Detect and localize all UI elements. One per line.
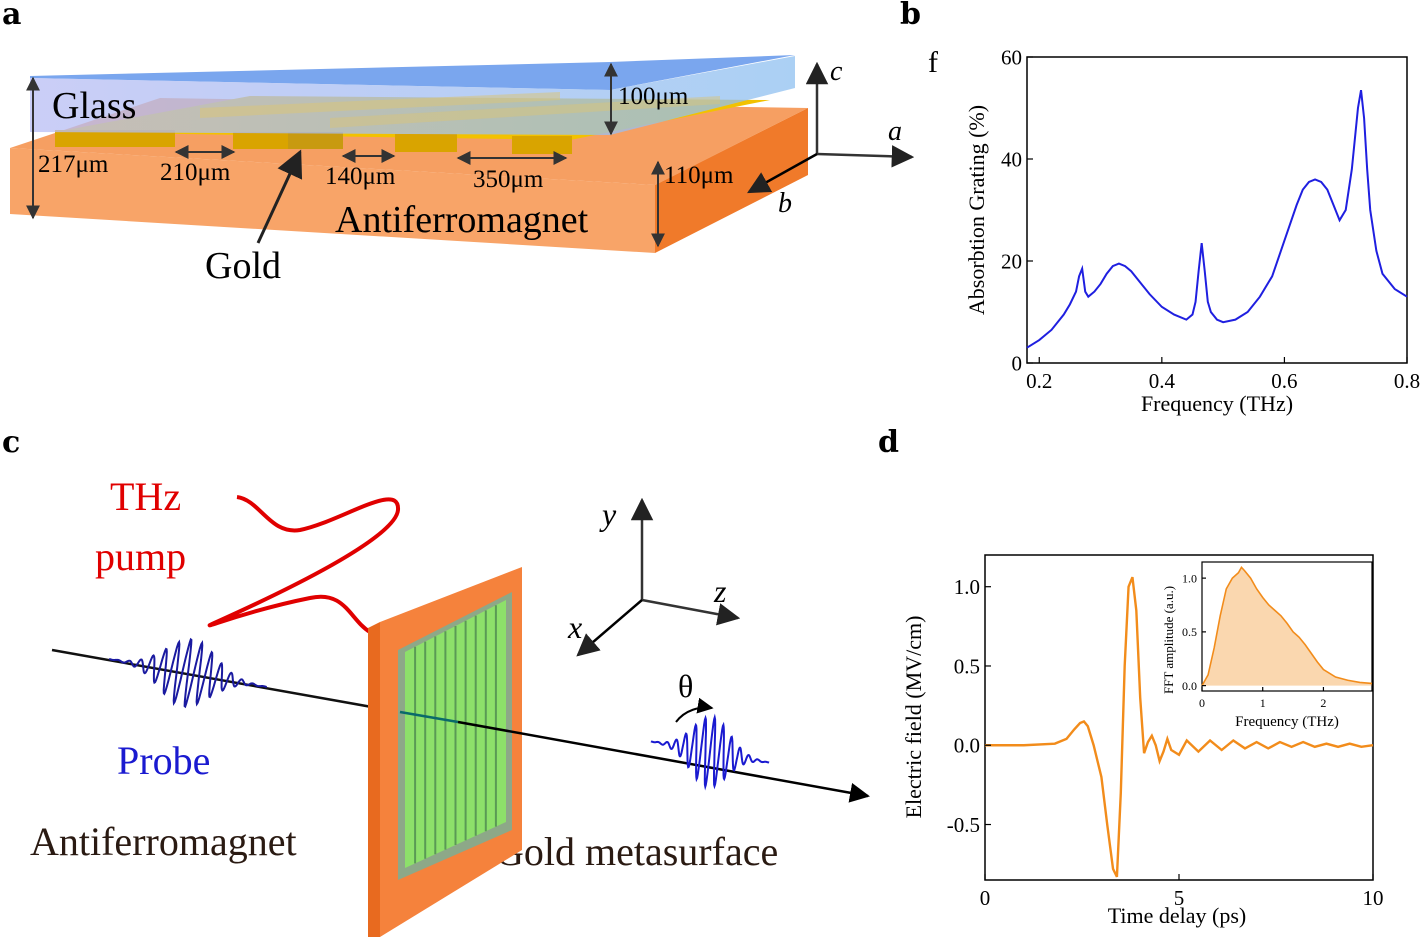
gold-pointer-arrow (256, 149, 303, 244)
chart-b-inner-label: f (928, 46, 938, 79)
inset-series-line (1201, 566, 1373, 687)
chart-b-xlabel: Frequency (THz) (1141, 391, 1293, 416)
chart-b-frame (1026, 56, 1408, 364)
absorption-chart: f Frequency (THz) Absorbtion Grating (%)… (928, 45, 1420, 416)
chart-d-ytick-label: 0.5 (954, 654, 980, 678)
axis-b-label: b (778, 188, 792, 219)
panel-label-b: b (900, 0, 921, 32)
inset-area-fill (1202, 567, 1372, 686)
chart-d-ylabel: Electric field (MV/cm) (901, 616, 926, 819)
chart-b-ytick-label: 60 (1001, 45, 1022, 69)
thz-pump-label-line1: THz (110, 474, 181, 519)
chart-b-xtick-label: 0.4 (1149, 369, 1176, 393)
dim-strip-label: 140μm (325, 163, 396, 190)
chart-d-series-line (985, 576, 1374, 878)
inset-frame (1201, 561, 1373, 692)
axis-x-label: x (567, 609, 582, 645)
antiferromagnet-label-a: Antiferromagnet (335, 199, 589, 241)
chart-b-xtick-label: 0.8 (1394, 369, 1420, 393)
inset-xtick-label: 2 (1320, 696, 1326, 710)
inset-ytick-label: 0.0 (1182, 679, 1197, 693)
grating-lines (414, 605, 497, 864)
chart-d-xtick-label: 10 (1363, 886, 1384, 910)
gold-strip-2 (233, 132, 288, 149)
chart-b-ytick-label: 40 (1001, 147, 1022, 171)
dim-afm-label: 110μm (664, 162, 734, 189)
theta-label: θ (678, 668, 693, 704)
glass-stripe-2 (330, 96, 720, 128)
axis-y-label: y (599, 496, 617, 532)
theta-rotation-arrow (675, 697, 714, 723)
panel-c-schematic: THz pump Probe Antiferromagnet Gold meta… (30, 474, 870, 937)
panel-a-schematic: Glass Antiferromagnet Gold 217μm 210μm 1… (10, 55, 915, 287)
chart-d-ytick-label: 1.0 (954, 575, 980, 599)
chart-b-ylabel: Absorbtion Grating (%) (964, 105, 989, 315)
inset-ytick-label: 1.0 (1182, 571, 1197, 585)
chart-d-xtick-label: 0 (980, 886, 991, 910)
thz-pump-label-line2: pump (95, 534, 186, 579)
gold-strip-3 (288, 132, 343, 149)
dim-gap-label: 210μm (160, 159, 231, 186)
axis-c-label: c (830, 56, 843, 87)
panel-label-a: a (2, 0, 21, 32)
glass-plate (30, 55, 795, 90)
axis-b-arrow (747, 152, 818, 194)
probe-beam-out (457, 720, 870, 803)
chart-b-xtick-label: 0.6 (1271, 369, 1297, 393)
axis-a-label: a (888, 116, 902, 147)
glass-label: Glass (52, 85, 136, 127)
dim-total-label: 217μm (38, 151, 109, 178)
probe-pulse-out (650, 713, 770, 791)
inset-xtick-label: 1 (1260, 696, 1266, 710)
panel-label-d: d (878, 425, 899, 460)
chart-d-xlabel: Time delay (ps) (1108, 903, 1247, 928)
gold-label: Gold (205, 245, 281, 287)
chart-d-ytick-label: 0.0 (954, 734, 980, 758)
gold-strip-5 (512, 136, 572, 154)
gold-strip-1 (55, 130, 175, 147)
panel-label-c: c (2, 425, 20, 460)
dim-glass-label: 100μm (618, 83, 689, 110)
axis-x-arrow (576, 599, 643, 657)
chart-d-ytick-label: -0.5 (947, 813, 980, 837)
chart-b-ytick-label: 20 (1001, 249, 1022, 273)
dim-period-label: 350μm (473, 166, 544, 193)
axis-a-arrow (816, 145, 915, 168)
gold-strip-4 (395, 134, 457, 152)
afm-slab-front (10, 148, 655, 253)
fft-inset-chart: Frequency (THz) FFT amplitude (a.u.) 0 1 2… (1161, 561, 1373, 730)
thz-pump-wave (207, 495, 401, 634)
glass-stripes (200, 92, 560, 118)
chart-b-series-line (1026, 89, 1408, 349)
afm-slab-side (655, 108, 808, 253)
inset-xtick-label: 0 (1199, 696, 1205, 710)
afm-frame-side (368, 622, 380, 937)
inset-xlabel: Frequency (THz) (1235, 714, 1339, 730)
probe-pulse-in (109, 637, 267, 709)
chart-d-xtick-label: 5 (1174, 886, 1185, 910)
gold-metasurface-label: Gold metasurface (495, 829, 778, 874)
inset-ytick-label: 0.5 (1182, 625, 1197, 639)
probe-label: Probe (117, 738, 210, 783)
thz-waveform-chart: Time delay (ps) Electric field (MV/cm) 0… (901, 554, 1384, 928)
chart-b-ytick-label: 0 (1012, 351, 1023, 375)
probe-beam-through (399, 710, 459, 724)
inset-ylabel: FFT amplitude (a.u.) (1161, 586, 1176, 694)
chart-b-xtick-label: 0.2 (1026, 369, 1052, 393)
axis-z-label: z (713, 573, 727, 609)
axis-z-arrow (641, 598, 741, 626)
antiferromagnet-label-c: Antiferromagnet (30, 819, 297, 864)
